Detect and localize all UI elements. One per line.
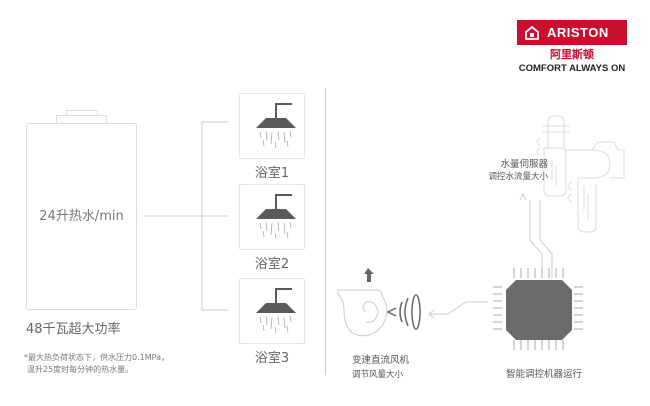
brand-logo: ARISTON — [517, 20, 627, 45]
power-label: 48千瓦超大功率 — [26, 322, 121, 337]
fan-label: 变速直流风机 调节风量大小 — [352, 352, 409, 380]
system-diagram — [337, 115, 625, 350]
bathroom-3: 浴室3 — [239, 278, 305, 366]
brand-tagline: COMFORT ALWAYS ON — [518, 63, 626, 74]
servo-label: 水量伺服器 调控水流量大小 — [478, 156, 548, 182]
arrow-up-icon — [364, 268, 374, 282]
water-servo-icon — [536, 115, 625, 233]
bathroom-label: 浴室3 — [254, 351, 290, 366]
shower-tile — [239, 184, 305, 250]
flow-rate-label: 24升热水/min — [39, 209, 124, 224]
bathroom-label: 浴室1 — [254, 166, 290, 181]
footnote-line-1: *最大热负荷状态下，供水压力0.1MPa， — [24, 353, 169, 362]
brand-name: ARISTON — [547, 25, 609, 40]
fan-subtitle: 调节风量大小 — [352, 370, 404, 380]
dc-fan-icon — [337, 268, 421, 337]
chip-label: 智能调控机器运行 — [506, 369, 583, 380]
footnote: *最大热负荷状态下，供水压力0.1MPa， 温升25度时每分钟的热水量。 — [24, 352, 169, 376]
water-heater-outline — [26, 123, 137, 310]
house-icon — [525, 25, 539, 40]
heater-cap — [56, 115, 107, 124]
heater-cap-top — [66, 110, 98, 116]
servo-title: 水量伺服器 — [500, 159, 548, 170]
brand-name-cn: 阿里斯顿 — [550, 48, 594, 61]
servo-to-chip-lines — [519, 192, 553, 278]
chip-to-fan-line — [428, 301, 488, 319]
bathroom-2: 浴室2 — [239, 184, 305, 272]
bathroom-label: 浴室2 — [254, 257, 290, 272]
bathroom-1: 浴室1 — [239, 93, 305, 181]
footnote-line-2: 温升25度时每分钟的热水量。 — [27, 365, 134, 374]
shower-icon — [256, 103, 296, 149]
shower-icon — [256, 288, 296, 334]
controller-chip-icon — [493, 268, 583, 350]
fan-title: 变速直流风机 — [352, 355, 410, 366]
servo-subtitle: 调控水流量大小 — [488, 172, 548, 182]
shower-tile — [239, 93, 305, 159]
shower-icon — [256, 194, 296, 240]
section-divider — [325, 88, 326, 375]
shower-tile — [239, 278, 305, 344]
